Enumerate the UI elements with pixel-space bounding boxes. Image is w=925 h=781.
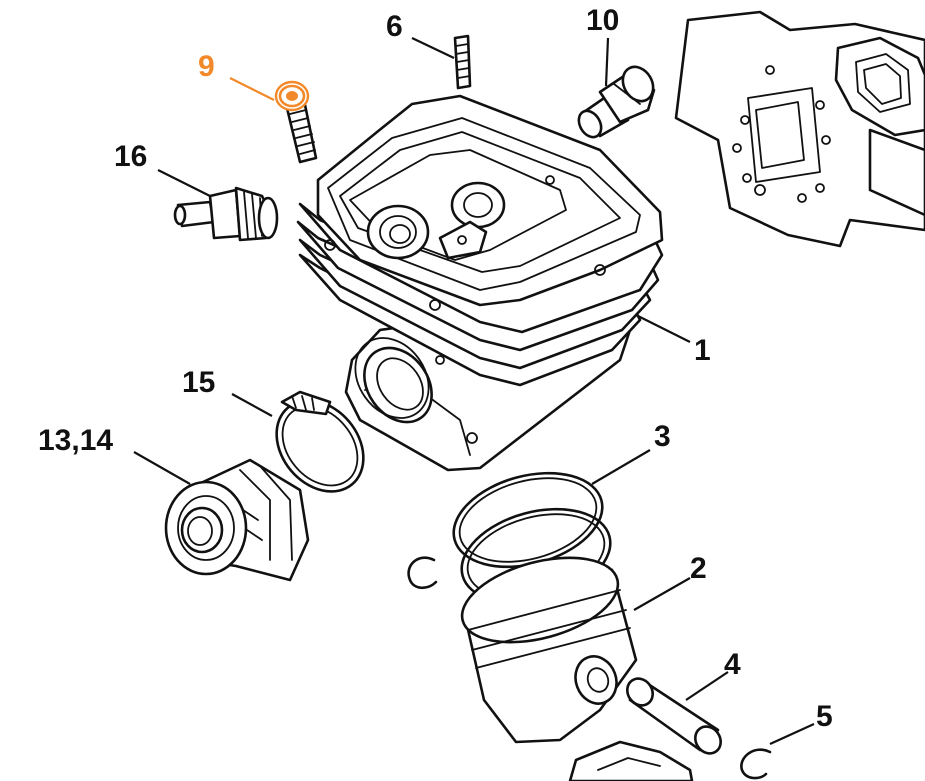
screw-9[interactable] <box>274 80 318 164</box>
leader-2 <box>633 577 691 611</box>
callout-4[interactable]: 4 <box>724 648 741 681</box>
leader-3 <box>591 449 651 485</box>
spark-plug[interactable] <box>173 186 279 242</box>
leader-6 <box>411 37 455 59</box>
piston[interactable] <box>453 543 638 744</box>
callout-6[interactable]: 6 <box>386 10 403 43</box>
leader-10 <box>604 37 610 87</box>
callout-9[interactable]: 9 <box>198 50 215 83</box>
callout-2[interactable]: 2 <box>690 552 707 585</box>
callout-10[interactable]: 10 <box>586 4 619 37</box>
leader-5 <box>769 722 815 746</box>
intake-manifold[interactable] <box>164 458 310 582</box>
leader-16 <box>157 169 211 197</box>
hose-clamp[interactable] <box>259 383 381 508</box>
callout-13-14[interactable]: 13,14 <box>38 424 113 457</box>
leader-13-14 <box>133 451 191 485</box>
callout-3[interactable]: 3 <box>654 420 671 453</box>
leader-4 <box>685 671 729 701</box>
callout-5[interactable]: 5 <box>816 700 833 733</box>
exhaust-gasket[interactable] <box>834 36 925 217</box>
decompression-valve[interactable] <box>574 61 659 141</box>
cylinder[interactable] <box>296 94 664 472</box>
callout-1[interactable]: 1 <box>694 334 711 367</box>
circlip-5[interactable] <box>740 748 772 780</box>
callout-16[interactable]: 16 <box>114 140 147 173</box>
piston-pin[interactable] <box>622 674 726 759</box>
leader-9 <box>229 77 275 101</box>
base-gasket[interactable] <box>568 740 694 781</box>
circlip-left[interactable] <box>407 556 438 590</box>
callout-15[interactable]: 15 <box>182 366 215 399</box>
stud-6[interactable] <box>453 34 472 90</box>
leader-15 <box>231 393 273 417</box>
leader-1 <box>635 314 691 343</box>
